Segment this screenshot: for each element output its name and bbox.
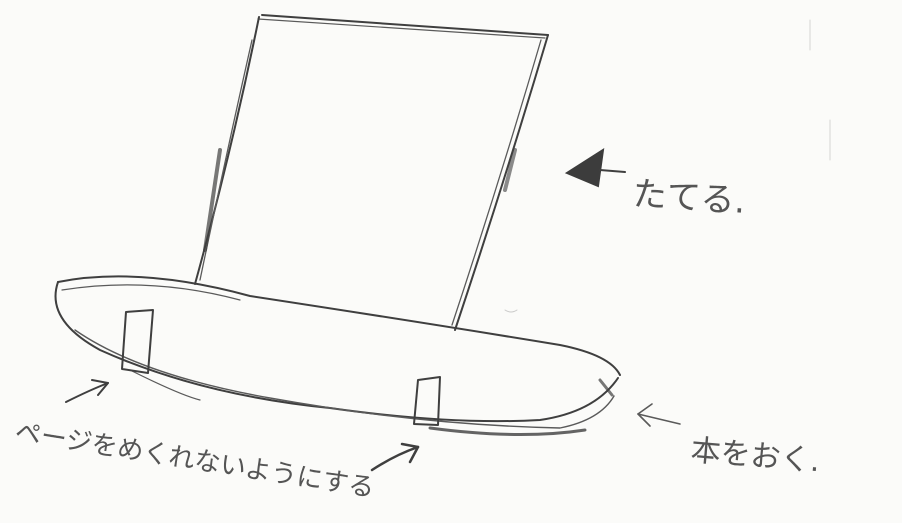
note-no-page-turn: ページをめくれないようにする bbox=[13, 417, 376, 503]
note-place-book: 本をおく. bbox=[689, 433, 821, 479]
arrow-to-base-icon bbox=[637, 403, 681, 427]
arrow-to-left-clip-icon bbox=[65, 379, 109, 403]
stand-base bbox=[54, 275, 621, 437]
arrow-to-right-clip-icon bbox=[370, 442, 420, 472]
page-clip-right bbox=[413, 376, 441, 426]
note-stand: たてる. bbox=[631, 174, 746, 222]
paper-marks bbox=[504, 19, 831, 313]
stand-back-panel bbox=[194, 14, 549, 331]
page-clip-left bbox=[121, 309, 154, 374]
arrow-to-back-panel-icon bbox=[564, 147, 626, 188]
